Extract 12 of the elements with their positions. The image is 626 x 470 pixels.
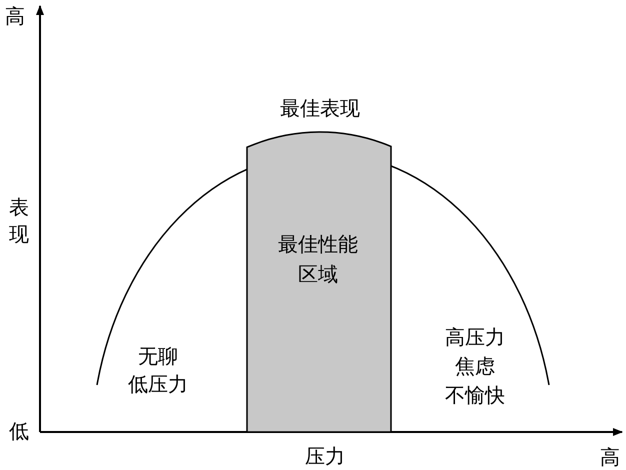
axis-label: 高 (600, 445, 620, 469)
axis-label: 高 (5, 4, 25, 28)
region-label: 无聊 (138, 344, 178, 368)
zone-label: 最佳性能区域 (277, 231, 359, 288)
axis-label: 低 (9, 419, 29, 443)
region-label: 不愉快 (445, 383, 505, 407)
axis-label: 表现 (8, 194, 30, 248)
peak-label: 最佳表现 (280, 96, 360, 120)
region-label: 焦虑 (455, 354, 495, 378)
axis-label: 压力 (305, 444, 345, 468)
region-label: 低压力 (128, 372, 188, 396)
region-label: 高压力 (445, 325, 505, 349)
